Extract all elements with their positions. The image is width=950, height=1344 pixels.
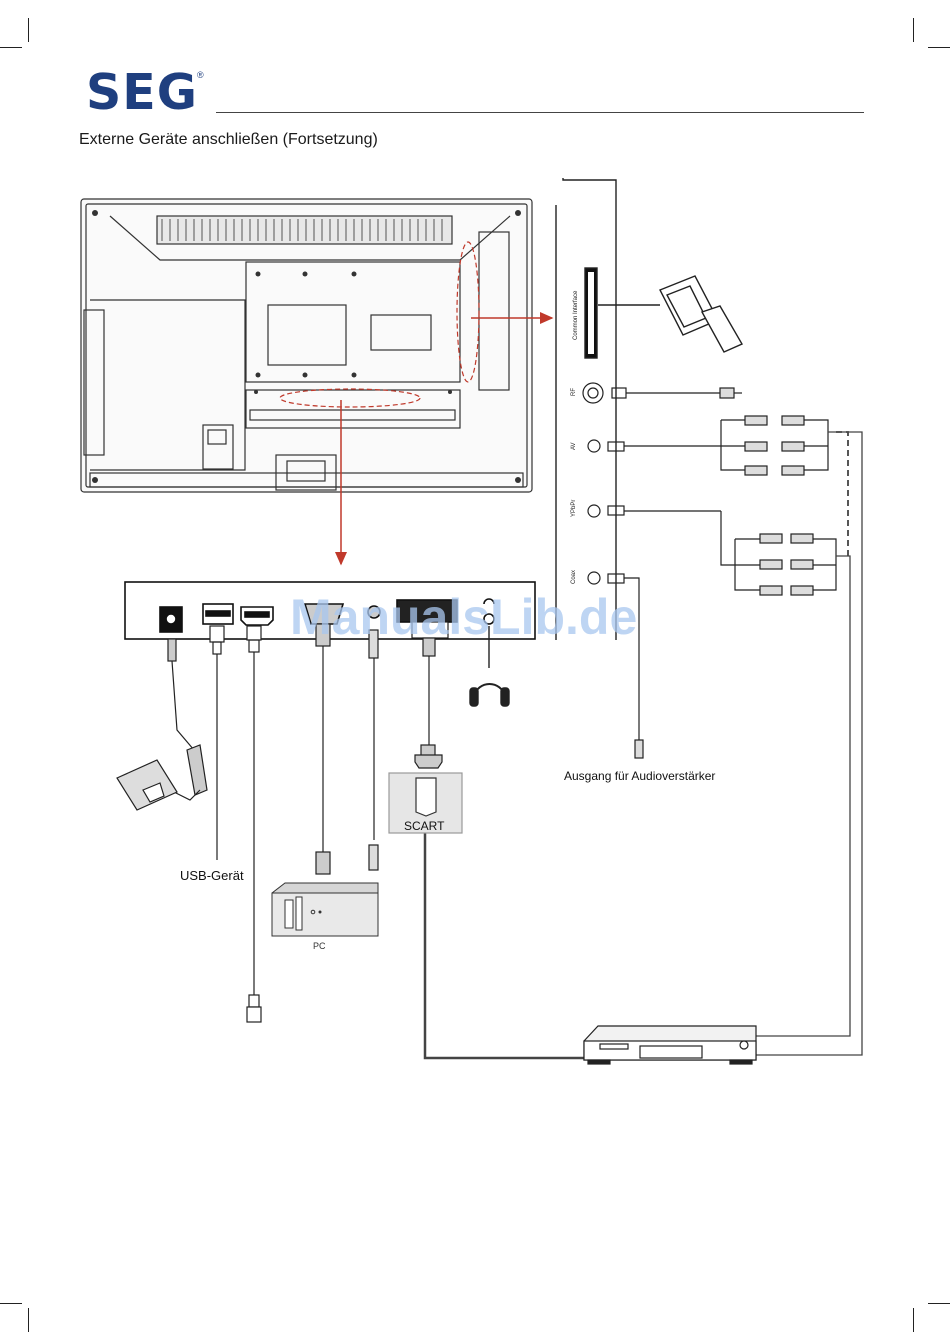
usb-plug-icon [210,626,224,860]
side-panel [556,178,616,640]
label-ypbpr: YPbPr [571,500,577,517]
tv-back-panel-icon [81,199,532,492]
watermark: ManualsLib.de [290,588,637,646]
rf-antenna-connection [583,383,742,403]
label-pc: PC [313,941,326,951]
pc-tower-icon [272,883,378,936]
label-usb-device: USB-Gerät [180,868,244,883]
scart-cable-icon [389,622,462,833]
label-audio-out: Ausgang für Audioverstärker [564,769,715,783]
label-av: AV [571,442,577,450]
dvd-player-icon [584,1026,756,1064]
av-connection [588,416,828,475]
vga-cable-icon [316,624,330,874]
power-adapter-icon [117,639,207,810]
ci-card-icon [598,276,742,352]
ypbpr-connection [588,505,836,595]
hdmi-plug-icon [247,626,261,1022]
pc-audio-cable-icon [369,630,378,870]
label-coax: Coax [571,570,577,584]
label-rf: RF [571,388,577,396]
label-scart: SCART [404,819,444,833]
label-common-interface: Common Interface [573,291,579,340]
